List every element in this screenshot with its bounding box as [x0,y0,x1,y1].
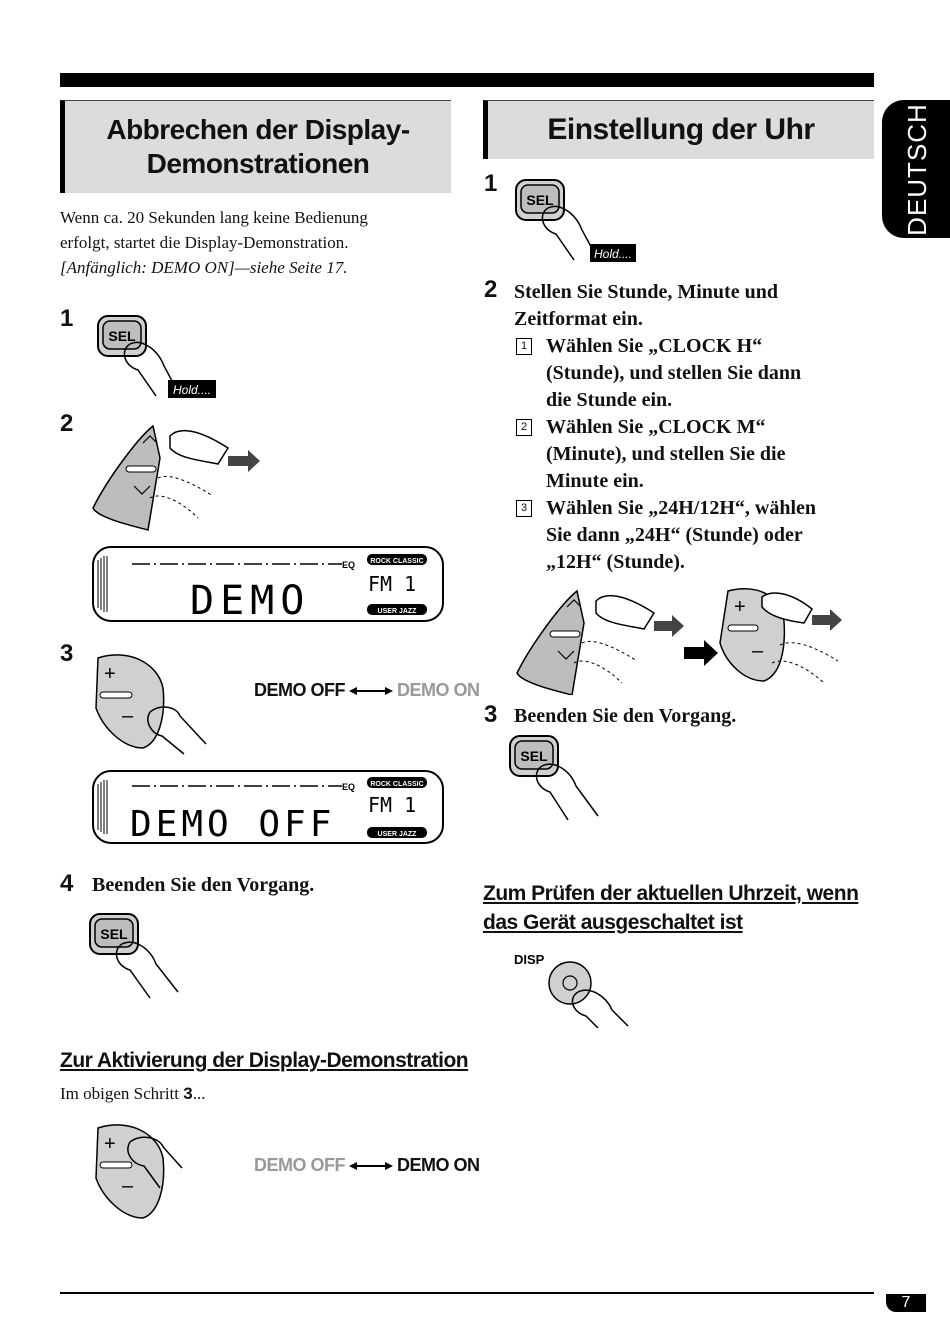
sel-button-label-r3: SEL [520,748,548,764]
left-step-2-number: 2 [60,410,74,437]
left-step-4-text: Beenden Sie den Vorgang. [92,874,315,896]
sel-button-label-r1: SEL [526,192,554,208]
right-step-2-number: 2 [484,276,498,303]
lcd-display-demo-off: EQ ROCK CLASSIC USER JAZZ DEMO OFF FM 1 [92,770,444,844]
lcd-main-text-2: DEMO OFF [130,804,335,844]
sel-illustration-left-step4: SEL [89,913,179,999]
sub-step-3: 3 Wählen Sie „24H/12H“, wählen Sie dann … [514,495,864,576]
minus-label-right: – [752,640,764,662]
intro-line-3: [Anfänglich: DEMO ON]—siehe Seite 17. [60,258,348,277]
minus-label: – [122,705,134,727]
right-step-2-text: Stellen Sie Stunde, Minute und Zeitforma… [514,279,864,576]
minus-label-2: – [122,1175,134,1197]
disp-label: DISP [514,952,545,967]
left-section-title: Abbrechen der Display- Demonstrationen [60,100,451,193]
sel-button-label: SEL [108,328,136,344]
right-step-3-text: Beenden Sie den Vorgang. [514,705,737,727]
lcd-eq-label: EQ [342,560,355,570]
lcd-user-jazz: USER JAZZ [378,608,418,615]
plus-label-2: + [104,1133,116,1155]
lcd-rock-classic-2: ROCK CLASSIC [370,781,423,788]
check-time-heading: Zum Prüfen der aktuellen Uhrzeit, wenn d… [483,882,859,934]
plus-label: + [104,663,116,685]
page-number: 7 [886,1294,926,1312]
right-section-title: Einstellung der Uhr [483,100,874,159]
activation-text: Im obigen Schritt 3... [60,1084,206,1103]
lcd-rock-classic: ROCK CLASSIC [370,558,423,565]
double-arrow-icon [349,686,393,695]
hold-badge-right [590,244,636,262]
right-step-1-number: 1 [484,170,498,197]
lcd-eq-label-2: EQ [342,782,355,792]
bottom-rule [60,1292,874,1294]
lcd-user-jazz-2: USER JAZZ [378,831,418,838]
sel-illustration-right-step3: SEL [509,735,599,821]
language-tab-label: DEUTSCH [901,102,932,236]
left-step-1-number: 1 [60,305,74,332]
intro-paragraph: Wenn ca. 20 Sekunden lang keine Bedienun… [60,205,450,280]
hold-label-right: Hold.... [594,247,632,261]
language-tab [882,100,950,238]
right-step-3-number: 3 [484,701,498,728]
clock-adjust-illustration: + – [516,587,842,695]
sub-step-2: 2 Wählen Sie „CLOCK M“ (Minute), und ste… [514,414,864,495]
arrow-right-icon [684,640,718,666]
left-step-3-number: 3 [60,640,74,667]
volume-knob-illustration-left-2: + – [95,1124,183,1219]
sel-hold-illustration-left: SEL Hold.... [97,315,216,398]
intro-line-1: Wenn ca. 20 Sekunden lang keine Bedienun… [60,208,368,227]
seek-knob-illustration-left [92,424,260,531]
sel-button-label-4: SEL [100,926,128,942]
lcd-main-text: DEMO [190,578,310,622]
disp-button-illustration: DISP [514,952,629,1028]
demo-toggle-1: DEMO OFF DEMO ON [254,680,480,701]
left-title-line-1: Abbrechen der Display- [106,114,410,145]
hold-label: Hold.... [173,383,211,397]
top-rule [60,73,874,87]
lcd-band-text-2: FM 1 [368,793,416,817]
demo-toggle-2: DEMO OFF DEMO ON [254,1155,480,1176]
demo-off-label: DEMO OFF [254,680,346,700]
sel-hold-illustration-right: SEL Hold.... [515,179,636,262]
left-step-4-number: 4 [60,870,74,897]
demo-on-label-2: DEMO ON [397,1155,480,1175]
hold-badge [168,380,216,398]
plus-label-right: + [734,596,746,618]
sub-step-1: 1 Wählen Sie „CLOCK H“ (Stunde), und ste… [514,333,864,414]
demo-off-label-2: DEMO OFF [254,1155,346,1175]
double-arrow-icon [349,1161,393,1170]
activation-heading: Zur Aktivierung der Display-Demonstratio… [60,1049,469,1072]
lcd-display-demo: EQ ROCK CLASSIC USER JAZZ DEMO FM 1 [92,546,444,622]
demo-on-label: DEMO ON [397,680,480,700]
lcd-band-text: FM 1 [368,572,416,596]
right-title-text: Einstellung der Uhr [547,113,815,146]
volume-knob-illustration-left: + – [95,654,207,755]
left-title-line-2: Demonstrationen [146,148,370,179]
intro-line-2: erfolgt, startet die Display-Demonstrati… [60,233,349,252]
